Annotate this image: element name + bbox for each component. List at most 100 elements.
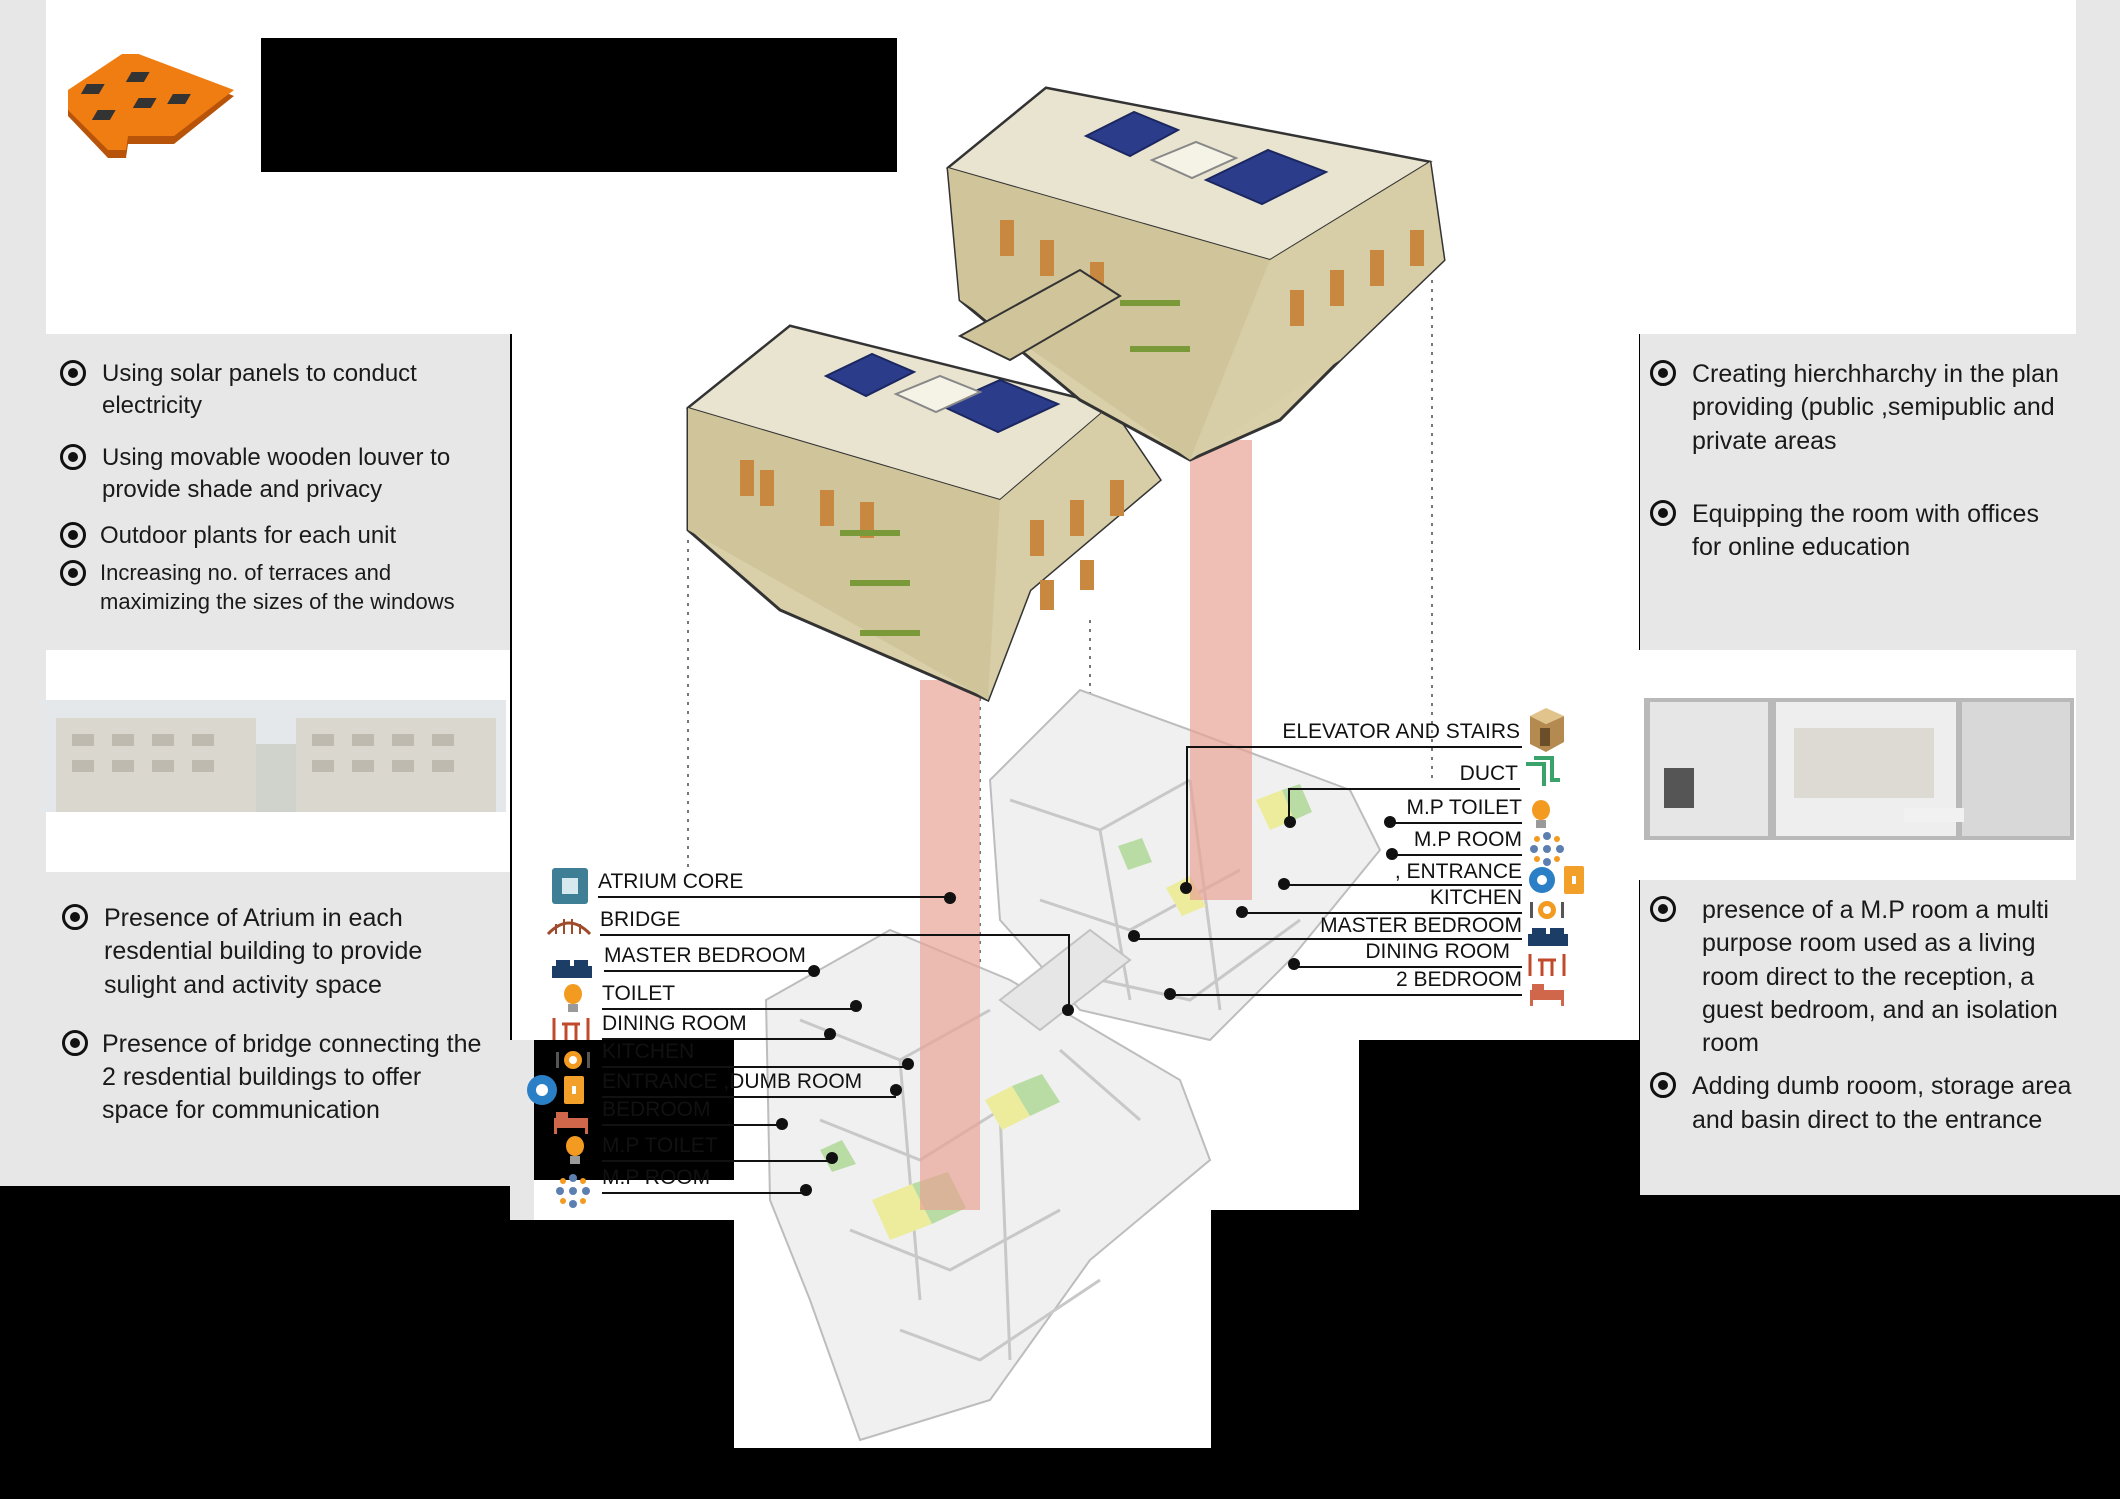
label-right-2-bedroom: 2 BEDROOM: [1395, 968, 1522, 991]
bullet-icon: [62, 904, 88, 930]
leader-line: [602, 1124, 782, 1126]
leader-pin: [1164, 988, 1176, 1000]
toilet-icon: [564, 984, 582, 1012]
leader-pin: [1128, 930, 1140, 942]
leader-pin: [1284, 816, 1296, 828]
leader-pin: [1180, 882, 1192, 894]
list-item: Equipping the room with offices for onli…: [1650, 498, 2070, 565]
atrium-icon: [552, 868, 588, 904]
leader-pin: [826, 1152, 838, 1164]
bullet-text: Presence of Atrium in each resdential bu…: [104, 904, 423, 999]
elevation-photo: [42, 700, 506, 812]
left-mid-strip: [510, 1040, 534, 1220]
bullet-text: Presence of bridge connecting the 2 resd…: [102, 1029, 482, 1125]
right-edge-panel: [2076, 0, 2120, 1195]
leader-line: [602, 1160, 832, 1162]
leader-line: [602, 1038, 830, 1040]
right-bottom-list: presence of a M.P room a multi purpose r…: [1650, 894, 2074, 1137]
leader-line: [1186, 746, 1522, 748]
kitchen-icon: [556, 1051, 590, 1069]
label-right-entrance: , ENTRANCE: [1394, 860, 1522, 883]
title-block: [261, 38, 897, 172]
bullet-icon: [60, 360, 86, 386]
bedroom-icon: [554, 1112, 588, 1134]
mp-room-icon: [556, 1174, 590, 1208]
leader-pin: [824, 1028, 836, 1040]
left-top-list: Using solar panels to conduct electricit…: [60, 358, 500, 616]
label-duct: DUCT: [1459, 762, 1518, 785]
toilet-icon: [1532, 800, 1550, 828]
duct-icon: [1526, 756, 1560, 786]
label-mp-toilet: M.P TOILET: [602, 1134, 718, 1157]
leader-line: [1172, 994, 1522, 996]
leader-line: [602, 1008, 856, 1010]
leader-line: [602, 1096, 896, 1098]
leader-pin: [902, 1058, 914, 1070]
bullet-text: Equipping the room with offices for onli…: [1692, 499, 2039, 561]
left-edge-panel: [0, 0, 46, 1186]
label-bridge: BRIDGE: [600, 908, 681, 931]
bullet-icon: [60, 443, 86, 470]
bridge-icon: [546, 919, 592, 936]
bullet-icon: [60, 521, 86, 548]
label-right-mp-toilet: M.P TOILET: [1406, 796, 1522, 819]
leader-pin: [1386, 848, 1398, 860]
leader-line: [1136, 938, 1522, 940]
label-bedroom: BEDROOM: [602, 1098, 711, 1121]
leader-line: [1284, 884, 1522, 886]
label-dining-room: DINING ROOM: [602, 1012, 747, 1035]
label-atrium-core: ATRIUM CORE: [598, 870, 744, 893]
label-right-kitchen: KITCHEN: [1429, 886, 1522, 909]
leader-line: [1288, 788, 1290, 822]
dining-icon: [552, 1018, 590, 1040]
list-item: Adding dumb rooom, storage area and basi…: [1650, 1070, 2074, 1137]
left-bottom-list: Presence of Atrium in each resdential bu…: [62, 902, 492, 1128]
leader-line: [1392, 854, 1522, 856]
bullet-icon: [1650, 896, 1676, 922]
bed-icon: [552, 960, 592, 978]
list-item: presence of a M.P room a multi purpose r…: [1650, 894, 2074, 1060]
leader-line: [604, 970, 816, 972]
kitchen-icon: [1530, 901, 1564, 919]
leader-line: [598, 896, 950, 898]
leader-line: [1296, 966, 1522, 968]
leader-line: [602, 1192, 808, 1194]
list-item: Increasing no. of terraces and maximizin…: [60, 558, 500, 617]
entrance-icon: [1529, 866, 1584, 894]
bullet-icon: [1650, 499, 1676, 526]
label-right-dining-room: DINING ROOM: [1365, 940, 1510, 963]
leader-pin: [850, 1000, 862, 1012]
bullet-text: Creating hierchharchy in the plan provid…: [1692, 360, 2059, 455]
leader-line: [1390, 822, 1522, 824]
bullet-icon: [62, 1029, 88, 1056]
label-kitchen: KITCHEN: [602, 1040, 695, 1063]
label-mp-room: M.P ROOM: [602, 1166, 711, 1189]
leader-pin: [776, 1118, 788, 1130]
mid-white-strip: [1359, 1030, 1619, 1040]
leader-line: [1186, 746, 1188, 888]
bullet-text: Increasing no. of terraces and maximizin…: [100, 559, 455, 614]
bullet-text: Adding dumb rooom, storage area and basi…: [1692, 1072, 2072, 1134]
label-master-bedroom: MASTER BEDROOM: [604, 944, 806, 967]
label-elevator-and-stairs: ELEVATOR AND STAIRS: [1282, 720, 1520, 743]
label-right-master-bedroom: MASTER BEDROOM: [1320, 914, 1522, 937]
label-entrance-dumb-room: ENTRANCE ,DUMB ROOM: [602, 1070, 863, 1093]
logo-icon: [68, 54, 234, 158]
leader-pin: [1288, 958, 1300, 970]
list-item: Presence of Atrium in each resdential bu…: [62, 902, 492, 1002]
leader-line: [1288, 788, 1520, 790]
bullet-text: Using movable wooden louver to provide s…: [102, 443, 451, 503]
bed-icon: [1528, 928, 1568, 946]
leader-line: [1068, 934, 1070, 1010]
bedroom-icon: [1530, 984, 1564, 1006]
right-bottom-panel: [1640, 880, 2076, 1195]
bullet-text: Using solar panels to conduct electricit…: [102, 360, 417, 419]
right-top-list: Creating hierchharchy in the plan provid…: [1650, 358, 2070, 564]
bullet-text: presence of a M.P room a multi purpose r…: [1702, 896, 2058, 1057]
leader-pin: [1062, 1004, 1074, 1016]
leader-line: [600, 934, 1070, 936]
list-item: Outdoor plants for each unit: [60, 520, 500, 552]
elevator-icon: [1530, 708, 1564, 752]
